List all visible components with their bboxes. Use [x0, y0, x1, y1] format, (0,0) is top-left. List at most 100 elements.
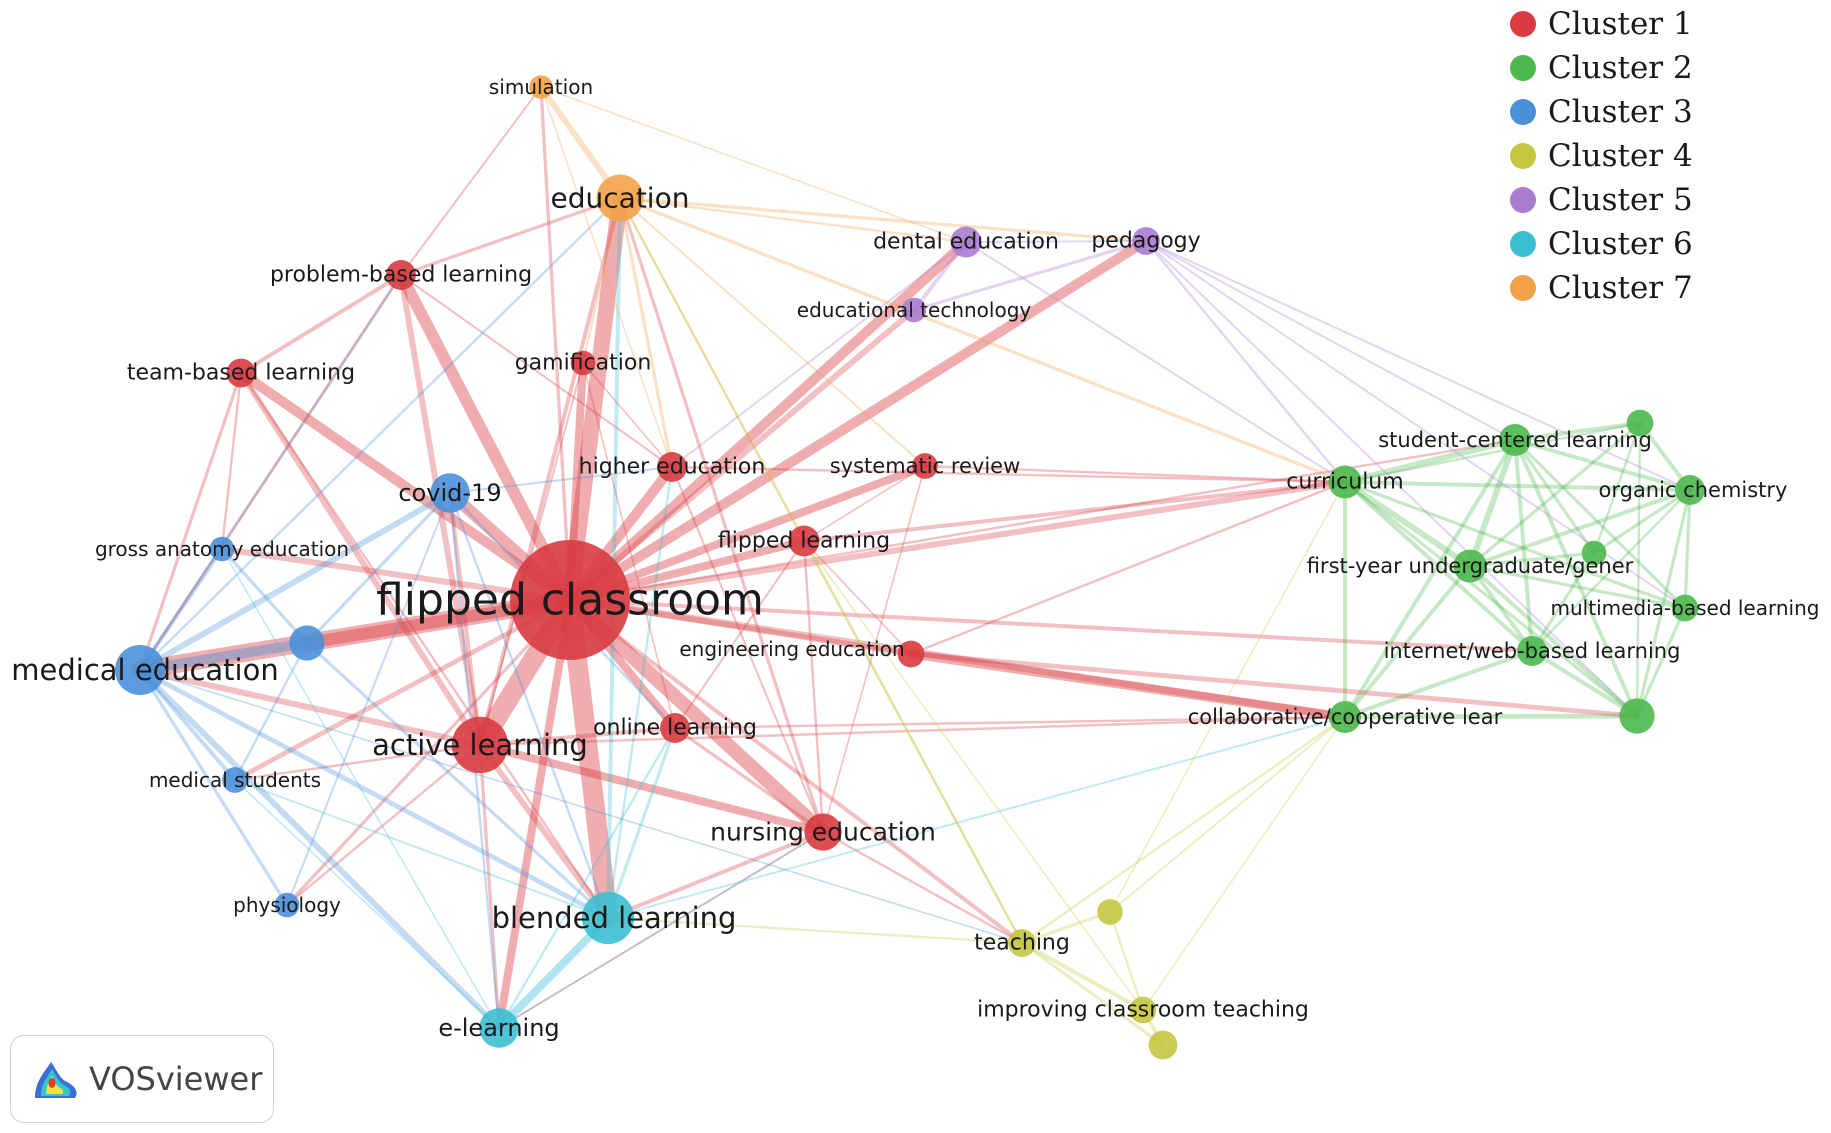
link-ict-y1: [1108, 910, 1145, 1012]
node-label-me[interactable]: medical education: [11, 653, 278, 687]
node-label-phy[interactable]: physiology: [233, 893, 341, 917]
node-label-ms[interactable]: medical students: [149, 768, 321, 792]
node-label-gae[interactable]: gross anatomy education: [95, 537, 349, 561]
node-al[interactable]: [451, 716, 509, 774]
legend-item-cluster-5[interactable]: Cluster 5: [1510, 178, 1693, 222]
node-fl[interactable]: [788, 525, 820, 557]
node-label-oc[interactable]: organic chemistry: [1599, 478, 1788, 502]
link-el-gae: [221, 548, 500, 1029]
legend-item-cluster-6[interactable]: Cluster 6: [1510, 222, 1693, 266]
node-label-et[interactable]: educational technology: [797, 298, 1032, 322]
link-oc-mbl: [1683, 488, 1692, 610]
link-pbl-me: [138, 273, 403, 672]
node-ol[interactable]: [660, 713, 690, 743]
node-mbl[interactable]: [1671, 594, 1699, 622]
node-tbl[interactable]: [226, 358, 256, 388]
node-label-tbl[interactable]: team-based learning: [127, 361, 355, 386]
link-pbl-sim: [400, 86, 542, 276]
link-sim-de: [540, 86, 967, 243]
link-fc-sr: [566, 462, 929, 604]
node-label-fyu[interactable]: first-year undergraduate/gener: [1307, 554, 1634, 578]
node-de[interactable]: [950, 226, 982, 258]
node-iwl[interactable]: [1517, 636, 1547, 666]
node-label-cur[interactable]: curriculum: [1286, 470, 1403, 495]
node-label-al[interactable]: active learning: [372, 728, 588, 762]
node-g3[interactable]: [1581, 540, 1607, 566]
node-gam[interactable]: [570, 350, 596, 376]
node-ms[interactable]: [222, 767, 248, 793]
node-label-fc[interactable]: flipped classroom: [376, 575, 764, 626]
legend-item-cluster-4[interactable]: Cluster 4: [1510, 134, 1693, 178]
link-ee-fl: [803, 540, 912, 655]
node-pbl[interactable]: [386, 260, 416, 290]
node-label-gam[interactable]: gamification: [515, 351, 652, 376]
node-he[interactable]: [657, 452, 687, 482]
node-label-ol[interactable]: online learning: [593, 716, 757, 741]
link-cur-oc: [1343, 480, 1692, 492]
node-label-bl[interactable]: blended learning: [492, 901, 737, 935]
node-cov[interactable]: [430, 473, 470, 513]
node-fyu[interactable]: [1453, 549, 1487, 583]
link-me-tea: [139, 669, 1023, 944]
node-y2[interactable]: [1148, 1030, 1178, 1060]
node-fc[interactable]: [510, 540, 630, 660]
node-edu[interactable]: [596, 174, 644, 222]
node-label-el[interactable]: e-learning: [438, 1014, 559, 1042]
node-scl[interactable]: [1498, 423, 1532, 457]
node-ict[interactable]: [1129, 996, 1157, 1024]
link-ped-g2: [1145, 240, 1638, 717]
node-label-mbl[interactable]: multimedia-based learning: [1551, 596, 1820, 620]
node-label-sr[interactable]: systematic review: [830, 454, 1021, 478]
link-cur-iwl: [1343, 480, 1534, 653]
node-sim[interactable]: [529, 75, 553, 99]
node-label-iwl[interactable]: internet/web-based learning: [1384, 639, 1681, 663]
link-scl-ccl: [1343, 438, 1517, 719]
link-fc-ccl: [566, 596, 1349, 721]
node-label-ee[interactable]: engineering education: [679, 637, 904, 661]
node-bl[interactable]: [581, 891, 635, 945]
node-ped[interactable]: [1132, 227, 1160, 255]
node-sr[interactable]: [912, 453, 938, 479]
link-edu-de: [618, 196, 968, 244]
node-label-edu[interactable]: education: [551, 182, 690, 215]
node-label-de[interactable]: dental education: [873, 230, 1059, 255]
link-fc-ms: [232, 597, 573, 783]
node-label-tea[interactable]: teaching: [974, 931, 1070, 956]
link-fc-scl: [568, 438, 1517, 602]
node-g1[interactable]: [1626, 409, 1654, 437]
node-el[interactable]: [479, 1008, 519, 1048]
node-label-fl[interactable]: flipped learning: [718, 529, 890, 554]
network-links: [131, 84, 1692, 1047]
node-me[interactable]: [114, 644, 166, 696]
node-ee[interactable]: [897, 640, 925, 668]
link-tea-y2: [1020, 941, 1165, 1047]
legend-item-cluster-3[interactable]: Cluster 3: [1510, 90, 1693, 134]
node-y1[interactable]: [1097, 899, 1123, 925]
node-label-he[interactable]: higher education: [579, 455, 766, 480]
node-label-ict[interactable]: improving classroom teaching: [977, 998, 1309, 1023]
node-oc[interactable]: [1675, 475, 1705, 505]
node-g2[interactable]: [1619, 698, 1655, 734]
legend-item-cluster-1[interactable]: Cluster 1: [1510, 2, 1693, 46]
legend-item-cluster-7[interactable]: Cluster 7: [1510, 266, 1693, 310]
node-gae[interactable]: [209, 536, 235, 562]
node-et[interactable]: [901, 297, 927, 323]
legend-item-cluster-2[interactable]: Cluster 2: [1510, 46, 1693, 90]
node-cur[interactable]: [1328, 465, 1362, 499]
node-label-ccl[interactable]: collaborative/cooperative lear: [1188, 705, 1503, 729]
node-ne[interactable]: [804, 813, 842, 851]
node-tea[interactable]: [1008, 929, 1036, 957]
node-phy[interactable]: [274, 892, 300, 918]
legend-swatch: [1510, 11, 1536, 37]
node-b1[interactable]: [289, 625, 325, 661]
vosviewer-brand-badge[interactable]: VOSviewer: [10, 1035, 274, 1123]
node-label-scl[interactable]: student-centered learning: [1378, 428, 1652, 452]
node-label-pbl[interactable]: problem-based learning: [270, 263, 532, 288]
node-ccl[interactable]: [1328, 700, 1362, 734]
link-al-me: [137, 667, 483, 748]
node-label-ne[interactable]: nursing education: [710, 818, 936, 847]
node-label-sim[interactable]: simulation: [489, 75, 593, 99]
node-label-ped[interactable]: pedagogy: [1091, 229, 1200, 254]
node-label-cov[interactable]: covid-19: [398, 479, 501, 507]
link-me-b1: [135, 638, 312, 675]
